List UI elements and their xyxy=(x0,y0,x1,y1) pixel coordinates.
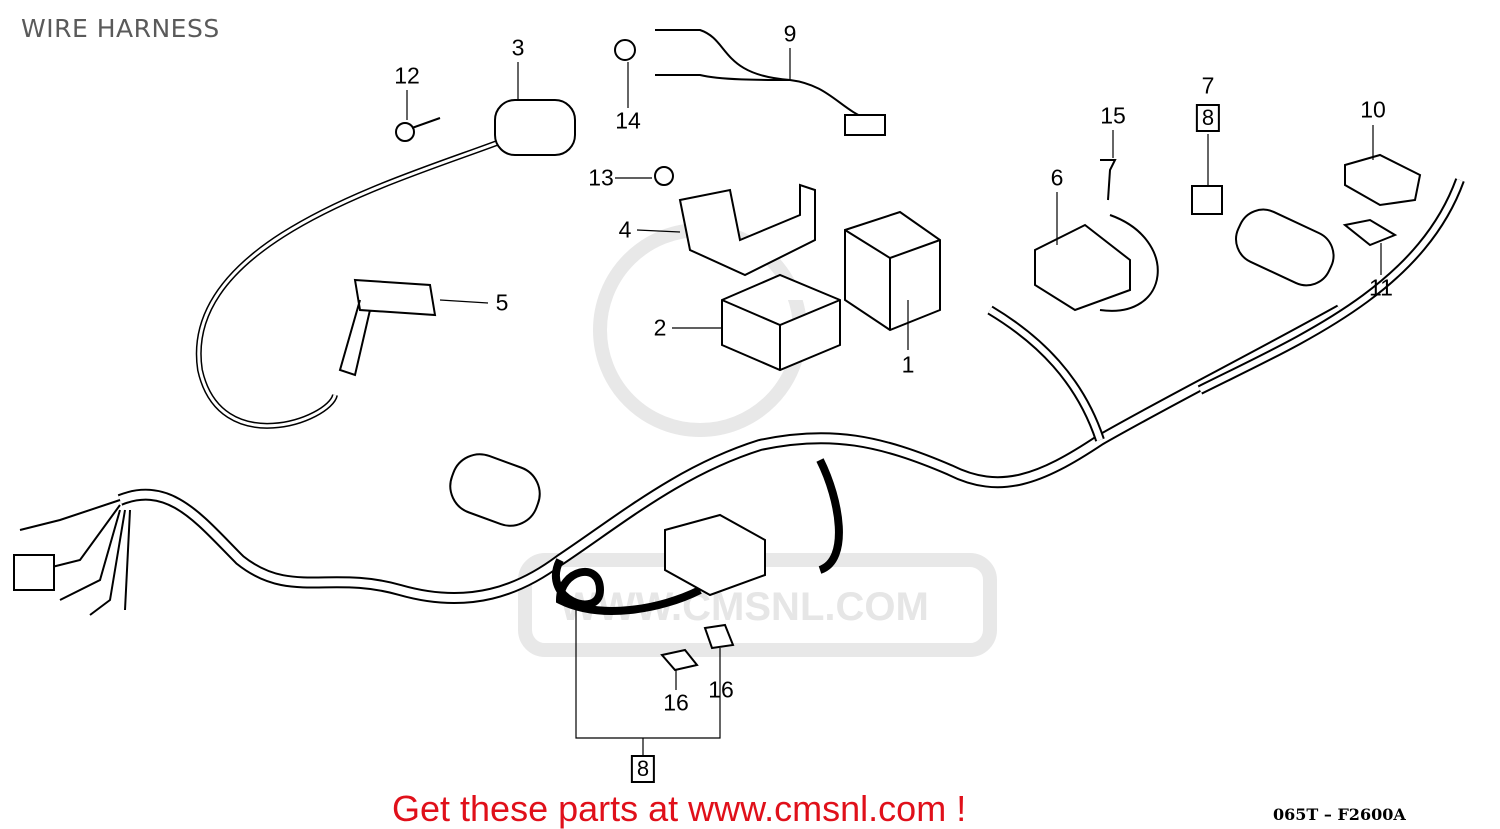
callout-2: 2 xyxy=(653,314,667,341)
callout-6: 6 xyxy=(1050,164,1064,191)
coil-lead xyxy=(195,137,507,429)
bracket xyxy=(678,183,816,277)
condenser-left xyxy=(449,453,541,527)
footer-link-text[interactable]: Get these parts at www.cmsnl.com ! xyxy=(392,788,967,829)
connector-block xyxy=(844,210,941,332)
callout-14: 14 xyxy=(615,107,641,134)
diagram-code: 065T – F2600A xyxy=(1273,805,1406,824)
callout-8-boxed-bottom: 8 xyxy=(630,755,656,783)
callout-12: 12 xyxy=(394,62,420,89)
screw-15 xyxy=(1100,159,1117,201)
left-connectors xyxy=(19,499,131,616)
callout-4: 4 xyxy=(618,216,632,243)
grommet-14 xyxy=(614,39,636,61)
relay-small xyxy=(1191,185,1223,215)
leader-lines xyxy=(406,48,1382,755)
condenser-right xyxy=(1235,208,1335,287)
callout-16-left: 16 xyxy=(663,689,689,716)
callout-10: 10 xyxy=(1360,96,1386,123)
sub-harness xyxy=(655,29,871,121)
callout-5: 5 xyxy=(495,289,509,316)
callout-1: 1 xyxy=(901,351,915,378)
callout-11: 11 xyxy=(1369,274,1393,301)
callout-13: 13 xyxy=(588,164,614,191)
branch-down xyxy=(816,458,843,574)
ignition-coil xyxy=(494,99,576,156)
fuse-box xyxy=(1344,153,1422,207)
callout-7: 7 xyxy=(1201,72,1215,99)
clip-16b xyxy=(703,623,735,650)
harness-unit xyxy=(664,513,766,597)
grommet-13 xyxy=(654,166,674,186)
relay-box xyxy=(721,273,841,372)
fuse-holder xyxy=(1342,218,1398,247)
callout-9: 9 xyxy=(783,20,797,47)
bolt-12 xyxy=(395,122,415,142)
callout-3: 3 xyxy=(511,34,525,61)
branch-loop xyxy=(552,558,702,615)
branch-harness-right xyxy=(987,305,1105,442)
regulator xyxy=(1034,223,1131,312)
clip-16a xyxy=(660,648,699,672)
page-title: WIRE HARNESS xyxy=(21,14,220,43)
callout-8-boxed: 8 xyxy=(1195,104,1221,132)
spark-plug-cap xyxy=(338,278,437,377)
callout-16-right: 16 xyxy=(708,676,734,703)
callout-15: 15 xyxy=(1100,102,1126,129)
